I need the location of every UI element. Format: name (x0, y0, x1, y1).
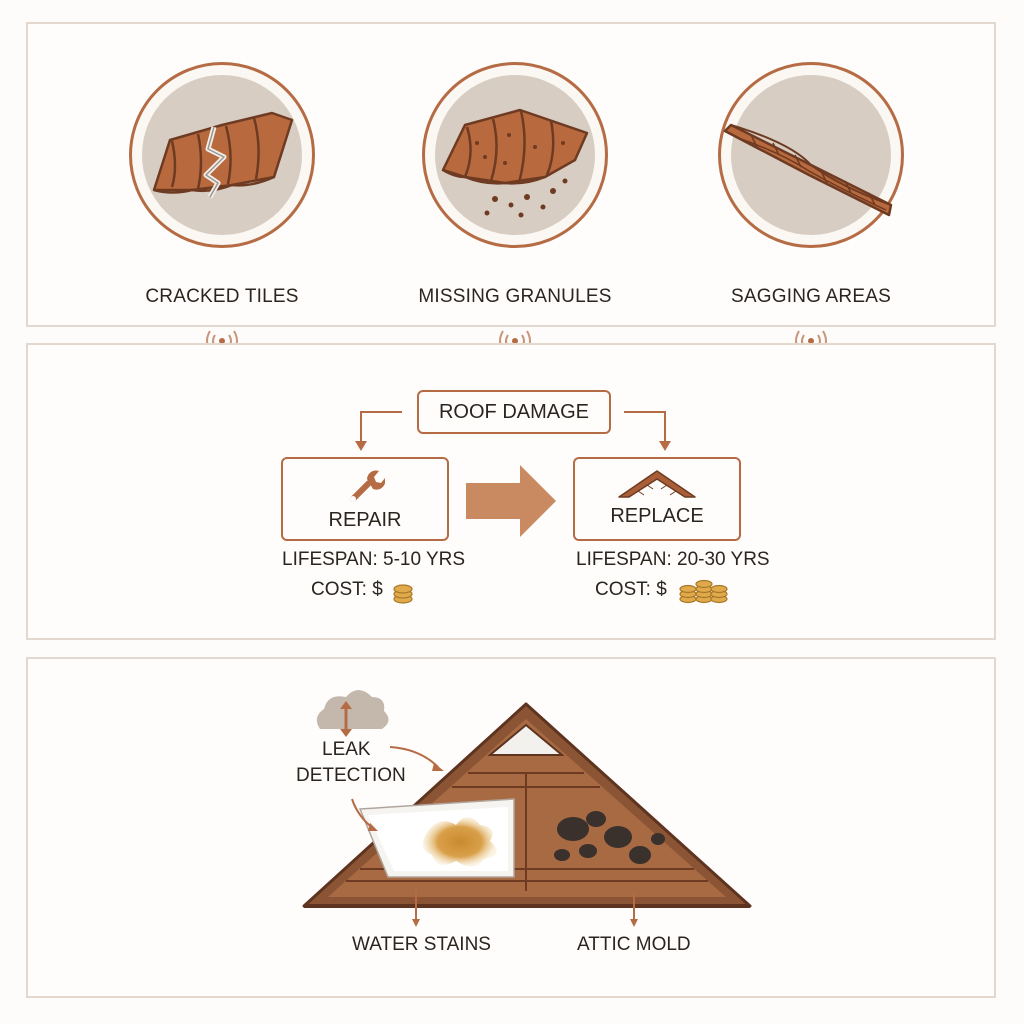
repair-option: REPAIR (281, 457, 449, 541)
water-stain-mark (422, 817, 497, 867)
arrow-right-icon (466, 465, 556, 537)
sign-label: MISSING GRANULES (418, 286, 612, 307)
decision-panel: ROOF DAMAGE REPAIR REPLACE LIFESPAN: 5-1… (26, 343, 996, 640)
sign-sagging-areas: SAGGING AREAS (681, 62, 941, 356)
water-stains-label: WATER STAINS (352, 934, 491, 955)
leak-label-line1: LEAK (322, 739, 371, 760)
roof-damage-node: ROOF DAMAGE (417, 390, 611, 434)
attic-panel: LEAK DETECTION WATER STAINS ATTIC MOLD (26, 657, 996, 998)
replace-option: REPLACE (573, 457, 741, 541)
granule-loss-icon (422, 62, 608, 248)
attic-mold-label: ATTIC MOLD (577, 934, 691, 955)
roof-icon (618, 470, 696, 498)
coin-stacks-icon (679, 579, 728, 604)
attic-mold-mark (554, 811, 665, 864)
replace-label: REPLACE (610, 505, 704, 527)
replace-cost: COST: $ (595, 579, 667, 601)
roof-damage-label: ROOF DAMAGE (438, 401, 589, 423)
sagging-roof-icon (718, 62, 904, 248)
sign-missing-granules: MISSING GRANULES (385, 62, 645, 356)
warning-signs-panel: CRACKED TILES (26, 22, 996, 352)
replace-cost-text: COST: $ (595, 579, 667, 600)
sign-label: SAGGING AREAS (731, 286, 891, 307)
repair-cost-text: COST: $ (311, 579, 383, 600)
sign-cracked-tiles: CRACKED TILES (92, 62, 352, 356)
wrench-icon (350, 470, 385, 502)
cracked-tile-icon (129, 62, 315, 248)
repair-lifespan: LIFESPAN: 5-10 YRS (282, 549, 466, 570)
coin-stack-icon (393, 584, 413, 604)
sign-label: CRACKED TILES (145, 286, 299, 307)
replace-lifespan: LIFESPAN: 20-30 YRS (576, 549, 770, 570)
cloud-icon (316, 690, 389, 737)
decision-connectors (355, 411, 671, 537)
repair-cost: COST: $ (311, 579, 383, 601)
attic-cross-section (302, 690, 752, 927)
leak-label-line2: DETECTION (296, 765, 406, 786)
repair-label: REPAIR (328, 509, 402, 531)
